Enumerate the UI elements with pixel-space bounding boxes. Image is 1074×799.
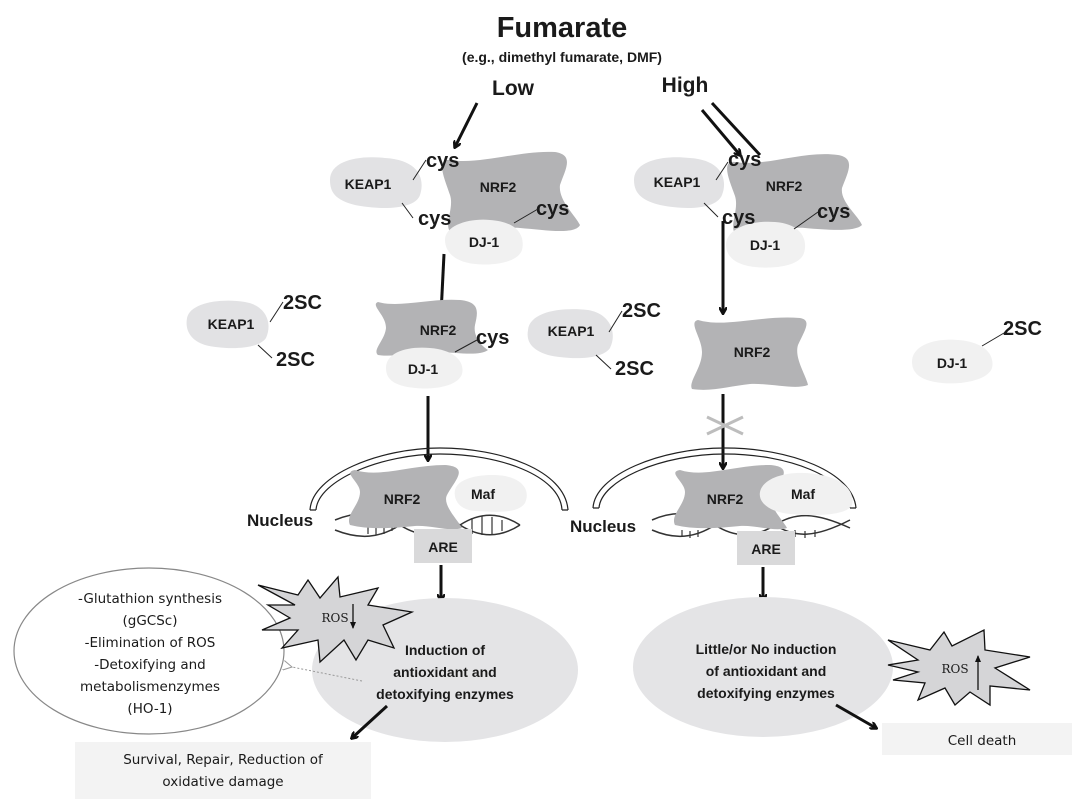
low-nrf2-dj1: NRF2 DJ-1 cys: [375, 299, 509, 389]
free-nrf2-shape: [691, 317, 808, 390]
keap1-shape: [634, 157, 725, 208]
low-dose-arrow: [455, 102, 479, 147]
2sc-label: 2SC: [283, 292, 322, 314]
2sc-label: 2SC: [615, 358, 654, 380]
keap1-label: KEAP1: [654, 174, 701, 190]
dj1-shape: [912, 339, 993, 384]
maf-label: Maf: [791, 486, 815, 502]
nrf2-shape: [727, 154, 862, 237]
diagram-subtitle: (e.g., dimethyl fumarate, DMF): [462, 49, 662, 65]
dj1-shape: [445, 219, 523, 265]
cys-label: cys: [728, 149, 761, 171]
high-outcome-ellipse: [633, 597, 893, 737]
keap1-shape: [330, 157, 422, 208]
high-released-dj1: DJ-1 2SC: [912, 318, 1042, 384]
nrf2-shape: [348, 465, 462, 530]
enzyme-effects-ellipse: [13, 567, 285, 735]
effect-line: -Glutathion synthesis: [78, 591, 222, 607]
outcome-line: detoxifying enzymes: [697, 685, 835, 701]
high-dose-arrow-2: [710, 101, 762, 157]
cell-death-box: [882, 723, 1072, 755]
are-box: [414, 529, 472, 563]
are-label: ARE: [428, 539, 458, 555]
maf-shape: [454, 475, 527, 512]
low-released-keap1: KEAP1 2SC 2SC: [186, 292, 322, 371]
keap1-shape: [186, 300, 269, 349]
survival-text: oxidative damage: [162, 774, 283, 790]
dj1-label: DJ-1: [937, 355, 968, 371]
cell-death-text: Cell death: [948, 733, 1017, 749]
effect-line: (HO-1): [127, 701, 172, 717]
nrf2-label: NRF2: [766, 178, 803, 194]
maf-label: Maf: [471, 486, 495, 502]
high-outcome-text: Little/or No induction of antioxidant an…: [696, 641, 837, 701]
dj1-shape: [726, 221, 806, 268]
free-nrf2-label: NRF2: [734, 344, 771, 360]
are-label: ARE: [751, 541, 781, 557]
2sc-label: 2SC: [1003, 318, 1042, 340]
dj1-label: DJ-1: [408, 361, 439, 377]
low-keap1-nrf2-dj1-complex: KEAP1 NRF2 DJ-1 cys cys cys: [330, 150, 580, 265]
cys-label: cys: [817, 201, 850, 223]
cys-label: cys: [418, 208, 451, 230]
nrf2-label: NRF2: [707, 491, 744, 507]
nucleus-label: Nucleus: [570, 517, 636, 536]
keap1-label: KEAP1: [208, 316, 255, 332]
dj1-shape: [386, 347, 463, 389]
nrf2-label: NRF2: [384, 491, 421, 507]
nrf2-shape: [442, 151, 580, 237]
nrf2-shape: [375, 299, 488, 356]
blocked-x-icon: [706, 415, 744, 436]
effect-line: -Detoxifying and: [94, 657, 206, 673]
are-box: [737, 531, 795, 565]
ros-label: ROS: [941, 662, 968, 676]
high-nucleus: NRF2 Maf Nucleus ARE: [570, 447, 857, 565]
cys-label: cys: [426, 150, 459, 172]
keap1-label: KEAP1: [548, 323, 595, 339]
2sc-label: 2SC: [276, 349, 315, 371]
outcome-line: of antioxidant and: [706, 663, 827, 679]
high-released-keap1: KEAP1 2SC 2SC: [527, 300, 661, 380]
nucleus-label: Nucleus: [247, 511, 313, 530]
effect-line: (gGCSc): [123, 613, 178, 629]
ros-burst-low: ROS: [257, 575, 415, 664]
outcome-line: antioxidant and: [393, 664, 496, 680]
nrf2-label: NRF2: [480, 179, 517, 195]
low-nucleus: NRF2 Maf Nucleus ARE: [247, 447, 569, 563]
effect-line: -Elimination of ROS: [85, 635, 216, 651]
survival-text: Survival, Repair, Reduction of: [123, 752, 324, 768]
cys-label: cys: [536, 198, 569, 220]
outcome-line: Induction of: [405, 642, 485, 658]
survival-box: [75, 742, 371, 799]
low-dose-label: Low: [492, 77, 535, 100]
cys-label: cys: [722, 207, 755, 229]
ros-label: ROS: [321, 611, 348, 625]
outcome-line: detoxifying enzymes: [376, 686, 514, 702]
high-dose-label: High: [662, 74, 709, 97]
outcome-line: Little/or No induction: [696, 641, 837, 657]
high-result-arrow: [835, 703, 876, 728]
high-dose-arrow-1: [700, 109, 740, 155]
maf-shape: [759, 472, 853, 516]
effect-line: metabolismenzymes: [80, 679, 220, 695]
low-result-arrow: [352, 704, 389, 738]
high-keap1-nrf2-dj1-complex: KEAP1 NRF2 DJ-1 cys cys cys: [634, 149, 862, 268]
dj1-label: DJ-1: [469, 234, 500, 250]
cys-label: cys: [476, 327, 509, 349]
dj1-label: DJ-1: [750, 237, 781, 253]
low-outcome-text: Induction of antioxidant and detoxifying…: [376, 642, 514, 702]
enzyme-effects-list: -Glutathion synthesis (gGCSc) -Eliminati…: [78, 591, 222, 717]
diagram-title: Fumarate: [497, 12, 628, 44]
2sc-label: 2SC: [622, 300, 661, 322]
keap1-label: KEAP1: [345, 176, 392, 192]
nrf2-label: NRF2: [420, 322, 457, 338]
nrf2-shape: [673, 465, 787, 530]
ros-burst-high: ROS: [887, 628, 1031, 707]
keap1-shape: [527, 309, 613, 359]
